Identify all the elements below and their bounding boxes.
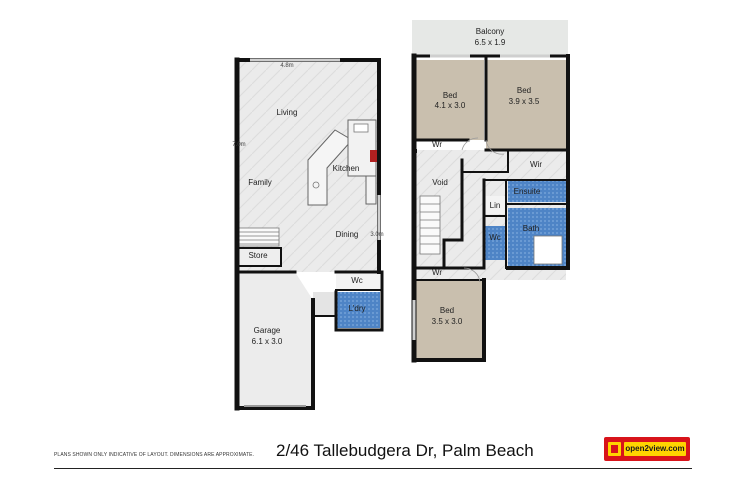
balcony-size: 6.5 x 1.9 — [475, 38, 506, 47]
wc-upper-label: Wc — [489, 233, 501, 242]
ground-windows — [250, 58, 381, 240]
open2view-logo-text: open2view.com — [624, 442, 686, 456]
living-label: Living — [277, 108, 298, 117]
kitchen-bench — [347, 119, 377, 177]
bed3-label: Bed — [440, 306, 454, 315]
open2view-logo[interactable]: open2view.com — [604, 437, 690, 461]
disclaimer-text: PLANS SHOWN ONLY INDICATIVE OF LAYOUT. D… — [54, 452, 255, 458]
kitchen-bench-right — [365, 175, 377, 205]
bed2-label: Bed — [517, 86, 531, 95]
cooktop-icon — [370, 150, 378, 162]
dim-dining: 3.0m — [370, 232, 383, 238]
lin-floor — [484, 196, 506, 214]
upper-floor — [411, 20, 570, 363]
bed3-floor — [416, 280, 482, 360]
balcony-label: Balcony — [476, 27, 504, 36]
dim-top: 4.8m — [280, 63, 293, 69]
wr3-label: Wr — [432, 268, 442, 277]
stairs-ground — [236, 227, 280, 247]
laundry-label: L'dry — [348, 304, 365, 313]
bed1-floor — [416, 60, 484, 140]
bed2-floor — [486, 60, 566, 150]
laundry-floor — [336, 292, 380, 328]
dim-left: 7.0m — [232, 142, 245, 148]
light-icon — [312, 181, 320, 189]
garage-floor — [237, 272, 313, 408]
wc-floor — [336, 274, 380, 290]
sink-icon — [353, 123, 369, 133]
store-label: Store — [248, 251, 268, 260]
door-swings — [461, 137, 505, 283]
family-label: Family — [248, 178, 272, 187]
lin-label: Lin — [490, 201, 501, 210]
bed2-size: 3.9 x 3.5 — [509, 97, 540, 106]
dining-label: Dining — [336, 230, 359, 239]
bed1-size: 4.1 x 3.0 — [435, 101, 466, 110]
bathtub — [533, 235, 563, 265]
wc-label: Wc — [351, 276, 363, 285]
stairs-upper — [419, 195, 441, 255]
footer-divider — [54, 468, 692, 469]
kitchen-label: Kitchen — [333, 164, 360, 173]
void-label: Void — [432, 178, 448, 187]
entry-floor — [313, 292, 336, 316]
store-floor — [237, 248, 281, 266]
wr1-label: Wr — [432, 140, 442, 149]
ensuite-label: Ensuite — [514, 187, 541, 196]
bath-label: Bath — [523, 224, 539, 233]
open2view-logo-icon — [608, 442, 621, 456]
ensuite-floor — [508, 180, 566, 202]
property-address: 2/46 Tallebudgera Dr, Palm Beach — [276, 441, 534, 460]
upper-windows — [412, 54, 550, 340]
garage-size: 6.1 x 3.0 — [252, 337, 283, 346]
wir-label: Wir — [530, 160, 542, 169]
wc-upper-floor — [484, 226, 506, 260]
garage-label: Garage — [254, 326, 281, 335]
bed1-label: Bed — [443, 91, 457, 100]
bed3-size: 3.5 x 3.0 — [432, 317, 463, 326]
ground-floor — [234, 57, 384, 411]
balcony-floor — [412, 20, 568, 56]
